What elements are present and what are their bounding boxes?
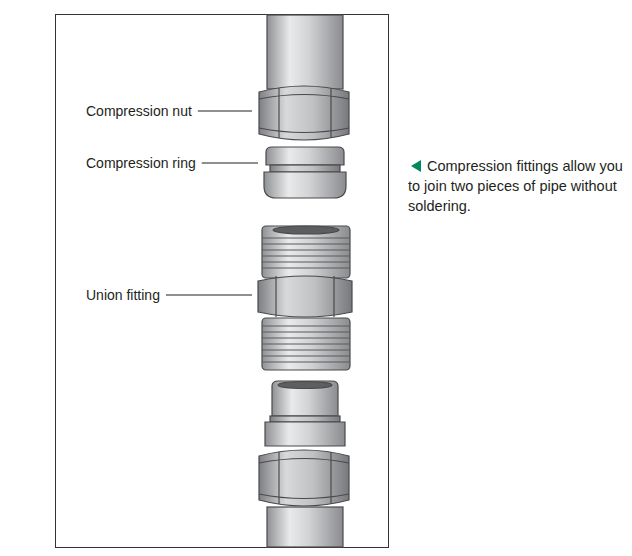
- leader-line: [198, 111, 252, 112]
- leader-line: [202, 163, 258, 164]
- panel-border: [56, 15, 389, 548]
- pipe-assembly: [258, 15, 352, 547]
- part-label: Compression nut: [86, 103, 192, 119]
- pipe: [267, 15, 343, 89]
- compression-nut: [259, 450, 349, 506]
- caption-marker: [411, 160, 421, 172]
- union-fitting: [258, 226, 352, 370]
- caption: Compression fittings allow you to join t…: [408, 156, 628, 216]
- compression-nut: [259, 86, 349, 140]
- compression-ring: [265, 381, 345, 446]
- pipe: [267, 507, 343, 547]
- part-label: Union fitting: [86, 287, 160, 303]
- compression-ring: [264, 147, 346, 198]
- leader-line: [166, 295, 252, 296]
- part-label: Compression ring: [86, 155, 196, 171]
